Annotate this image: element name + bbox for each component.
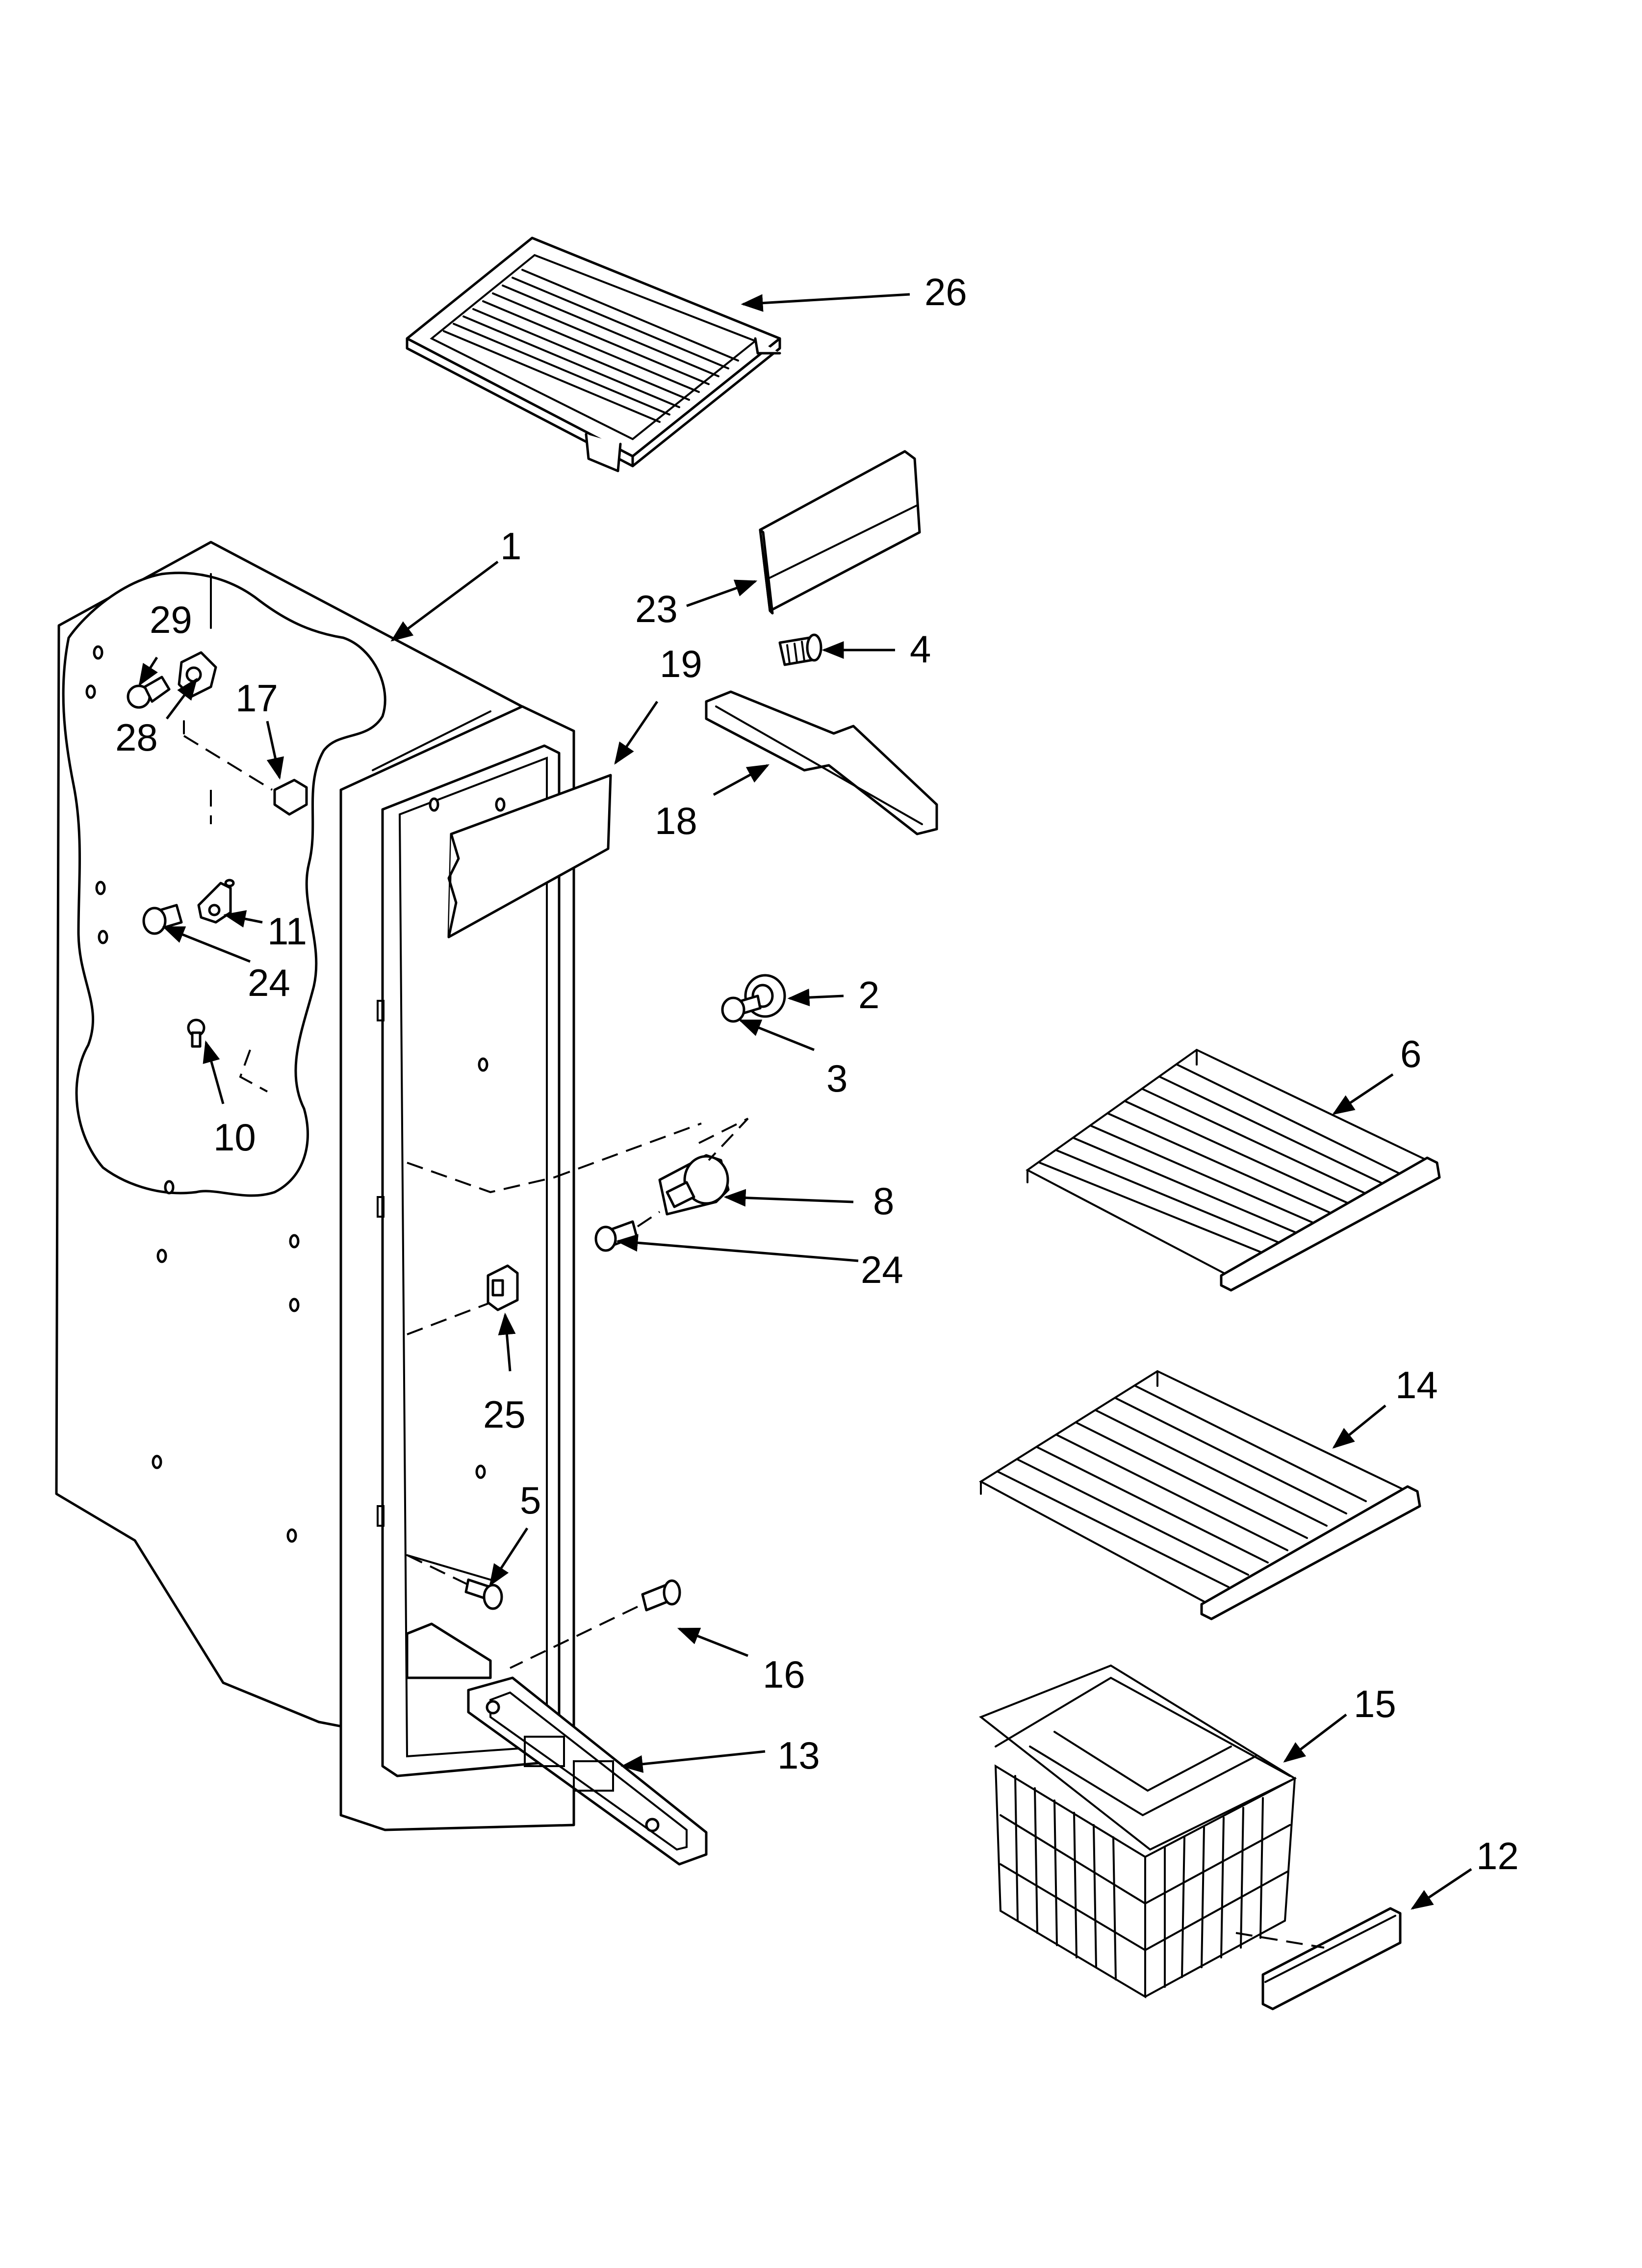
callout-17: 17 bbox=[235, 677, 278, 720]
wire-basket-part bbox=[979, 1664, 1297, 1999]
wire-shelf-14-part bbox=[979, 1370, 1421, 1620]
insulation-strip-part bbox=[447, 774, 612, 938]
callout-18: 18 bbox=[655, 799, 697, 842]
callout-2: 2 bbox=[858, 973, 879, 1017]
cover-panel-part bbox=[759, 450, 921, 615]
callout-29: 29 bbox=[150, 598, 192, 641]
leader-lines bbox=[138, 293, 1472, 1910]
callout-28: 28 bbox=[115, 716, 158, 759]
front-trim-part bbox=[467, 1676, 708, 1866]
callout-16: 16 bbox=[763, 1653, 805, 1696]
callout-13: 13 bbox=[777, 1734, 820, 1777]
callout-11: 11 bbox=[267, 910, 307, 953]
clip-17-part bbox=[183, 720, 308, 824]
callout-3: 3 bbox=[826, 1057, 847, 1100]
basket-trim-part bbox=[1235, 1907, 1402, 2010]
roller-bracket-part bbox=[554, 1118, 749, 1216]
callout-12: 12 bbox=[1476, 1834, 1519, 1877]
callout-4: 4 bbox=[910, 627, 931, 671]
pin-10-part bbox=[187, 1018, 268, 1093]
callout-labels: 26 23 1 29 28 17 19 4 18 11 24 2 3 10 6 … bbox=[115, 270, 1519, 1877]
bracket-part bbox=[705, 690, 938, 835]
grille-shelf-part bbox=[406, 236, 781, 472]
screw-16-part bbox=[510, 1579, 681, 1669]
callout-25: 25 bbox=[483, 1393, 526, 1436]
freezer-liner-part bbox=[55, 541, 575, 1831]
screw-24a-part bbox=[142, 904, 183, 935]
wire-shelf-6-part bbox=[1026, 1048, 1441, 1292]
callout-10: 10 bbox=[213, 1116, 256, 1159]
callout-15: 15 bbox=[1354, 1682, 1396, 1725]
callout-24-lower: 24 bbox=[861, 1248, 903, 1291]
callout-26: 26 bbox=[924, 270, 967, 313]
callout-19: 19 bbox=[660, 642, 702, 685]
screw-3-part bbox=[721, 994, 762, 1023]
callout-1: 1 bbox=[500, 524, 521, 568]
callout-23: 23 bbox=[635, 587, 678, 630]
callout-24-upper: 24 bbox=[248, 961, 290, 1004]
switch-part bbox=[487, 1264, 519, 1311]
callout-8: 8 bbox=[873, 1179, 894, 1223]
callout-6: 6 bbox=[1400, 1032, 1421, 1075]
callout-5: 5 bbox=[520, 1479, 541, 1522]
screw-4-part bbox=[778, 633, 822, 666]
callout-14: 14 bbox=[1395, 1363, 1438, 1407]
